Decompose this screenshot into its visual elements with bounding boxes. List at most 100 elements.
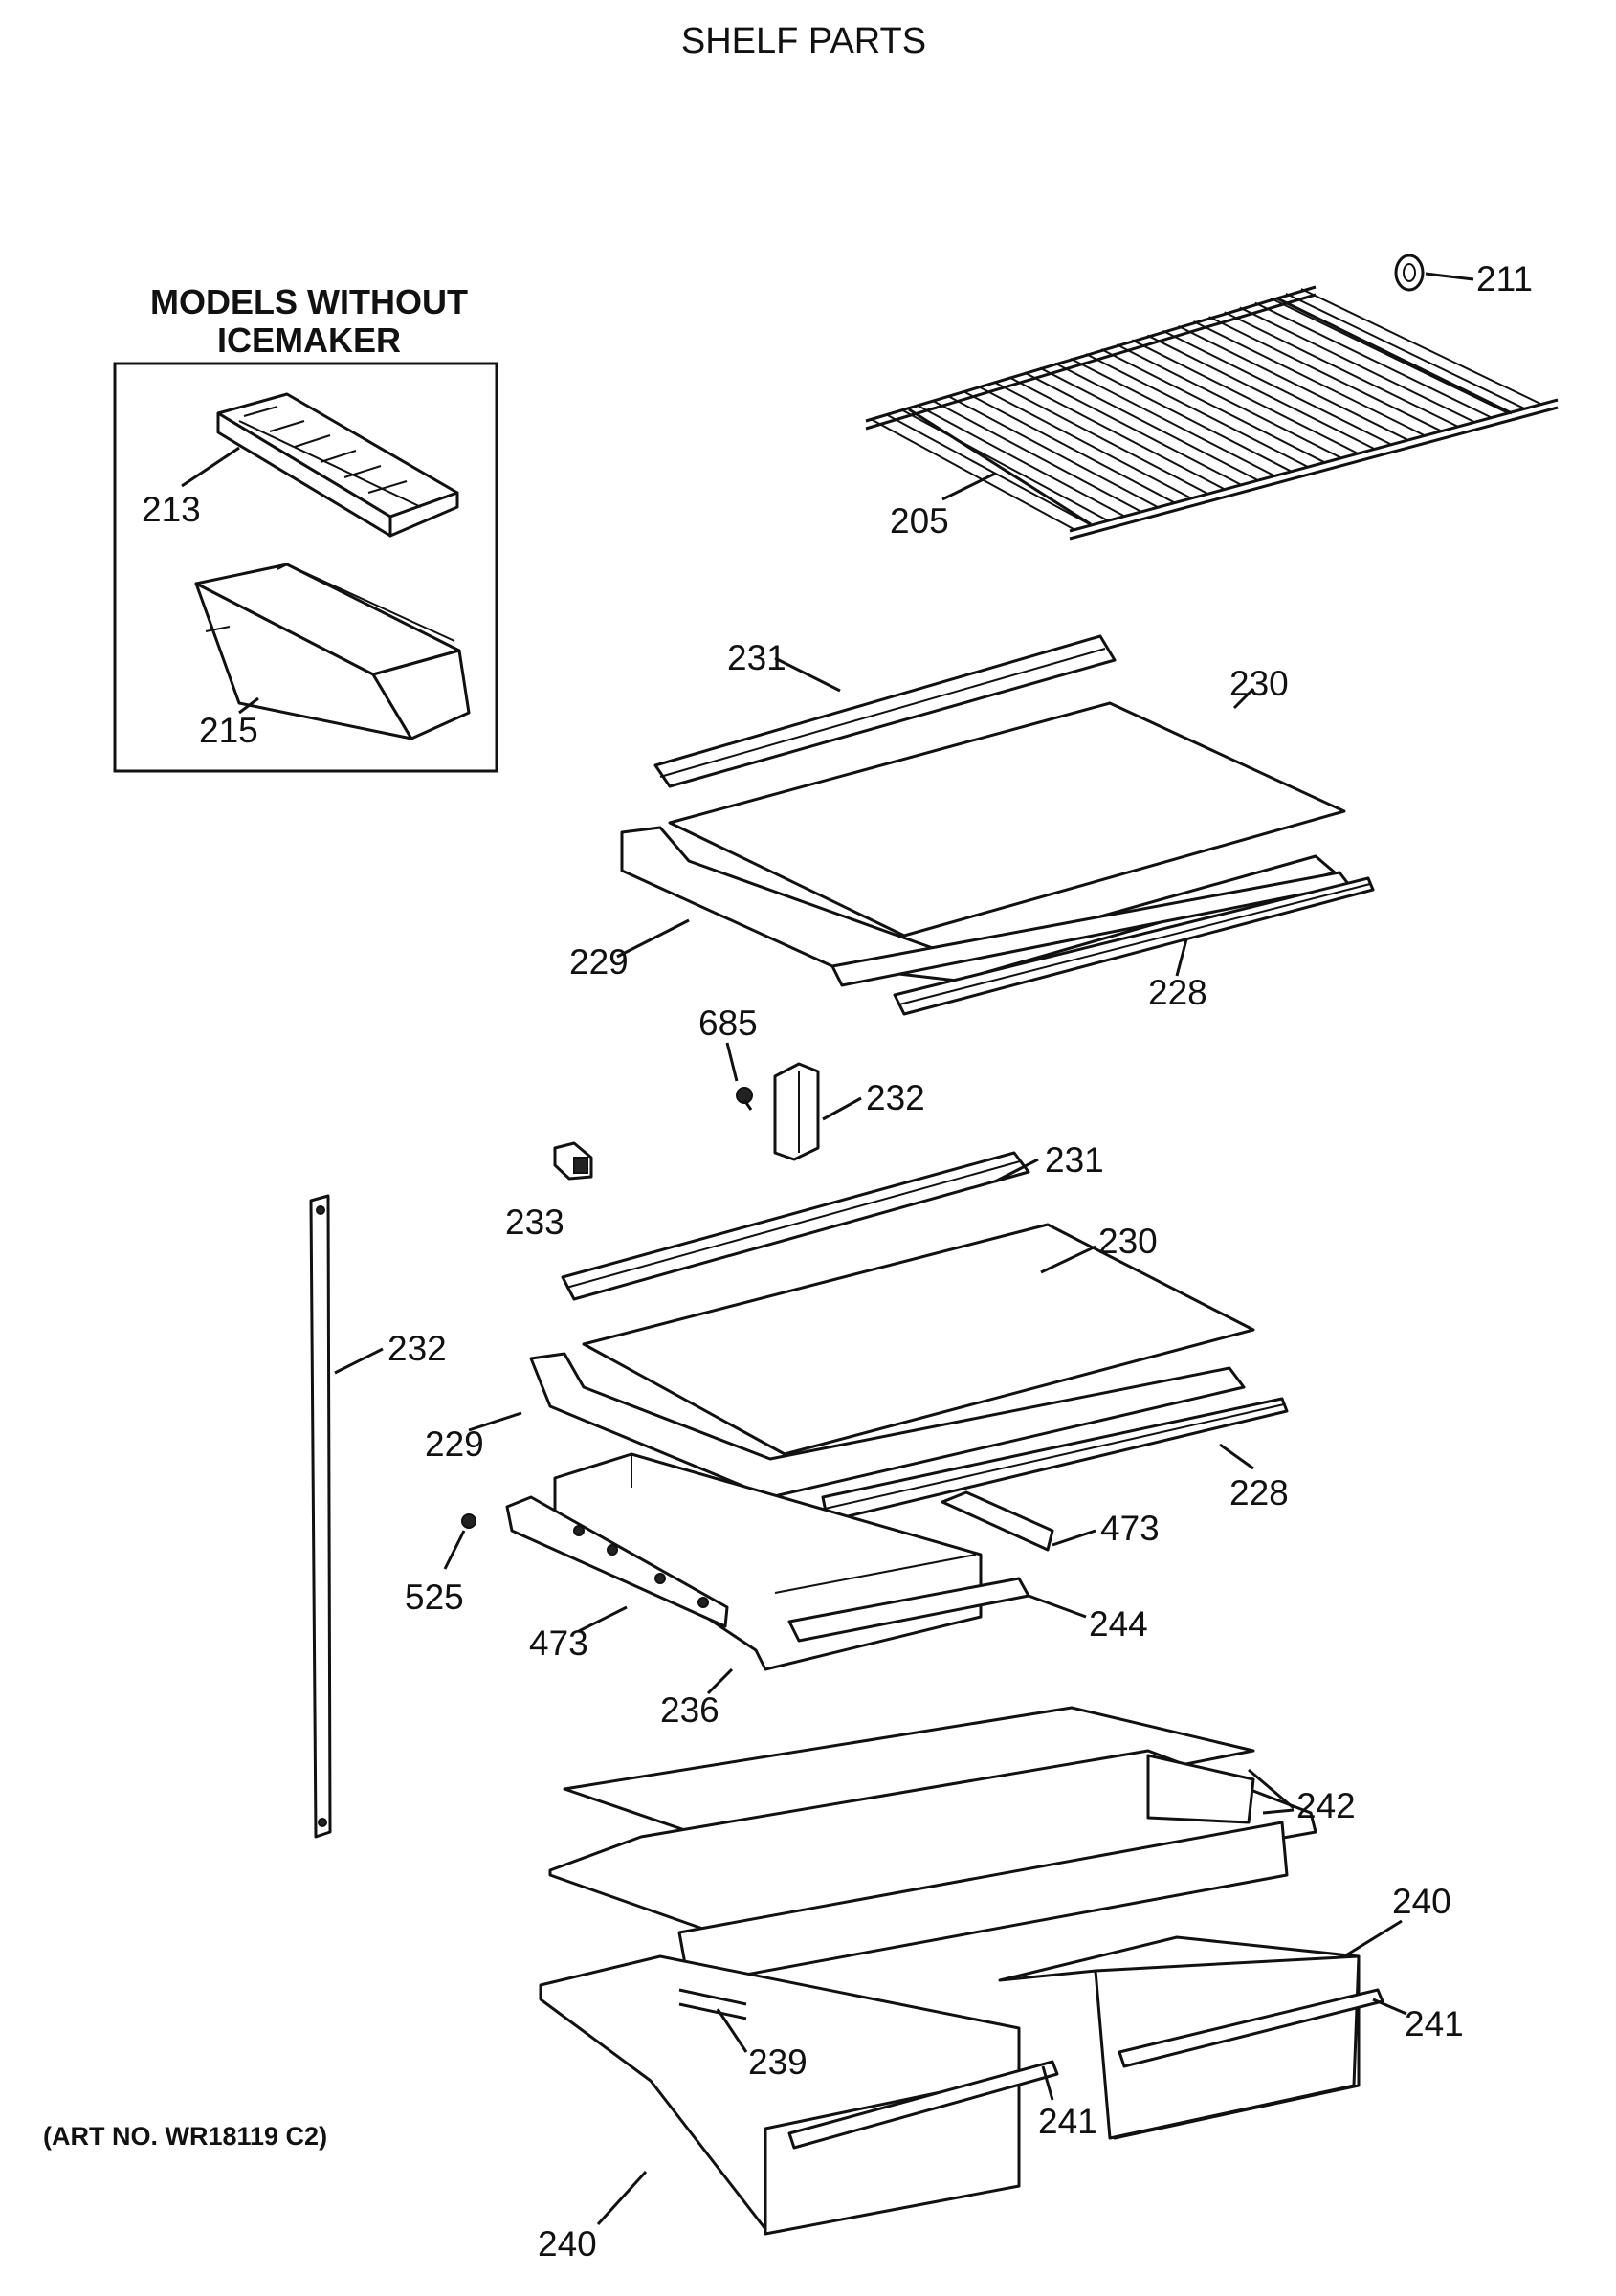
callout-236: 236: [660, 1690, 719, 1730]
leader-205: [941, 472, 996, 501]
wire-rib: [1177, 324, 1408, 441]
leader-242a: [1248, 1768, 1295, 1810]
callout-232a: 232: [866, 1078, 925, 1117]
wire-rib: [1024, 371, 1241, 486]
art-number: (ART NO. WR18119 C2): [43, 2122, 327, 2151]
leader-525: [443, 1530, 466, 1570]
callout-240a: 240: [1392, 1882, 1451, 1921]
leader-228a: [1175, 938, 1188, 977]
support-bracket-232-upper-part: [773, 1062, 820, 1161]
crisper-frame-assembly: [505, 1452, 1054, 1671]
diagram-title: SHELF PARTS: [681, 21, 926, 61]
callout-215: 215: [199, 711, 258, 750]
callout-244: 244: [1089, 1604, 1148, 1644]
callout-473a: 473: [1100, 1509, 1160, 1548]
callout-229a: 229: [569, 942, 629, 982]
wire-rib: [1131, 339, 1358, 454]
wire-rib: [1146, 334, 1375, 450]
inset-header-line2: ICEMAKER: [217, 320, 401, 360]
leader-473a: [1052, 1529, 1096, 1547]
crisper-cover-assembly: [548, 1706, 1317, 1987]
screw-525-part: [461, 1513, 476, 1529]
wire-shelf-ribs: [870, 288, 1541, 530]
wire-rib: [962, 389, 1175, 503]
callout-229b: 229: [425, 1424, 484, 1464]
ice-tray-part: [216, 392, 459, 538]
wire-rib: [1224, 311, 1458, 428]
callout-231a: 231: [727, 638, 786, 677]
wire-rib: [1085, 353, 1308, 468]
wire-rib: [1162, 329, 1391, 446]
leader-229a: [616, 918, 690, 959]
callout-213: 213: [142, 490, 201, 529]
leader-236: [706, 1667, 734, 1695]
leader-231b: [994, 1158, 1039, 1183]
wire-rib: [931, 399, 1141, 513]
callout-231b: 231: [1045, 1140, 1104, 1180]
leader-228b: [1219, 1443, 1254, 1470]
shelf-clip-233-part: [553, 1141, 593, 1181]
support-bracket-232-lower-part: [309, 1194, 332, 1839]
wire-rib: [946, 394, 1158, 508]
leader-231a: [774, 656, 841, 693]
inset-models-without-icemaker: MODELS WITHOUT ICEMAKER 213 215: [113, 282, 498, 773]
callout-239: 239: [748, 2042, 808, 2082]
screw-685-part: [736, 1087, 753, 1111]
wire-rib: [870, 418, 1074, 530]
leader-211: [1425, 272, 1474, 281]
crisper-glide-239-part: [678, 1988, 747, 2020]
wire-rib: [1208, 316, 1441, 431]
callout-525: 525: [405, 1578, 464, 1617]
wire-rib: [1300, 288, 1541, 405]
wire-rib: [916, 404, 1124, 517]
leader-241a: [1372, 1998, 1407, 2016]
upper-shelf-assembly: [620, 634, 1375, 1016]
callout-211: 211: [1476, 259, 1533, 298]
wire-rib: [1054, 362, 1274, 476]
leader-240a: [1343, 1919, 1403, 1958]
callout-232b: 232: [387, 1329, 447, 1368]
wire-rib: [1254, 301, 1492, 418]
callout-228b: 228: [1229, 1473, 1289, 1512]
callout-241b: 241: [1038, 2102, 1097, 2141]
inset-header-line1: MODELS WITHOUT: [150, 282, 468, 321]
leader-685: [725, 1042, 739, 1082]
callout-242: 242: [1296, 1786, 1356, 1825]
wire-rib: [978, 386, 1191, 499]
leader-232a: [822, 1096, 862, 1121]
shelf-stop-part: [1394, 254, 1425, 292]
callout-473b: 473: [529, 1623, 588, 1663]
wire-rib: [1100, 348, 1324, 463]
callout-233: 233: [505, 1203, 564, 1242]
leader-230a: [1232, 687, 1255, 710]
crisper-drawer-left: [539, 1954, 1059, 2236]
wire-rib: [1008, 376, 1225, 490]
leader-240b: [596, 2170, 648, 2226]
callout-241a: 241: [1405, 2004, 1464, 2043]
crisper-drawer-right: [998, 1935, 1384, 2140]
wire-rib: [993, 381, 1207, 495]
wire-rib: [1070, 357, 1292, 473]
leader-229b: [468, 1411, 522, 1432]
leader-230b: [1040, 1245, 1096, 1274]
wire-rib: [900, 408, 1108, 521]
callout-685: 685: [698, 1004, 758, 1043]
wire-rib: [1193, 320, 1425, 436]
leader-244: [1028, 1594, 1087, 1619]
leader-239: [716, 2008, 748, 2053]
callout-205: 205: [890, 501, 949, 541]
callout-240b: 240: [538, 2224, 597, 2263]
wire-rib: [1270, 297, 1508, 414]
callout-230b: 230: [1098, 1222, 1158, 1261]
middle-shelf-assembly: [529, 1151, 1289, 1523]
leader-215: [238, 696, 259, 715]
leader-473b: [578, 1605, 628, 1633]
wire-rib: [1039, 366, 1258, 481]
leader-242b: [1262, 1808, 1295, 1815]
wire-shelf-part: [865, 285, 1559, 541]
callout-228a: 228: [1148, 973, 1207, 1012]
callout-230a: 230: [1229, 664, 1289, 703]
wire-rib: [1239, 306, 1474, 423]
leader-213: [181, 446, 240, 488]
